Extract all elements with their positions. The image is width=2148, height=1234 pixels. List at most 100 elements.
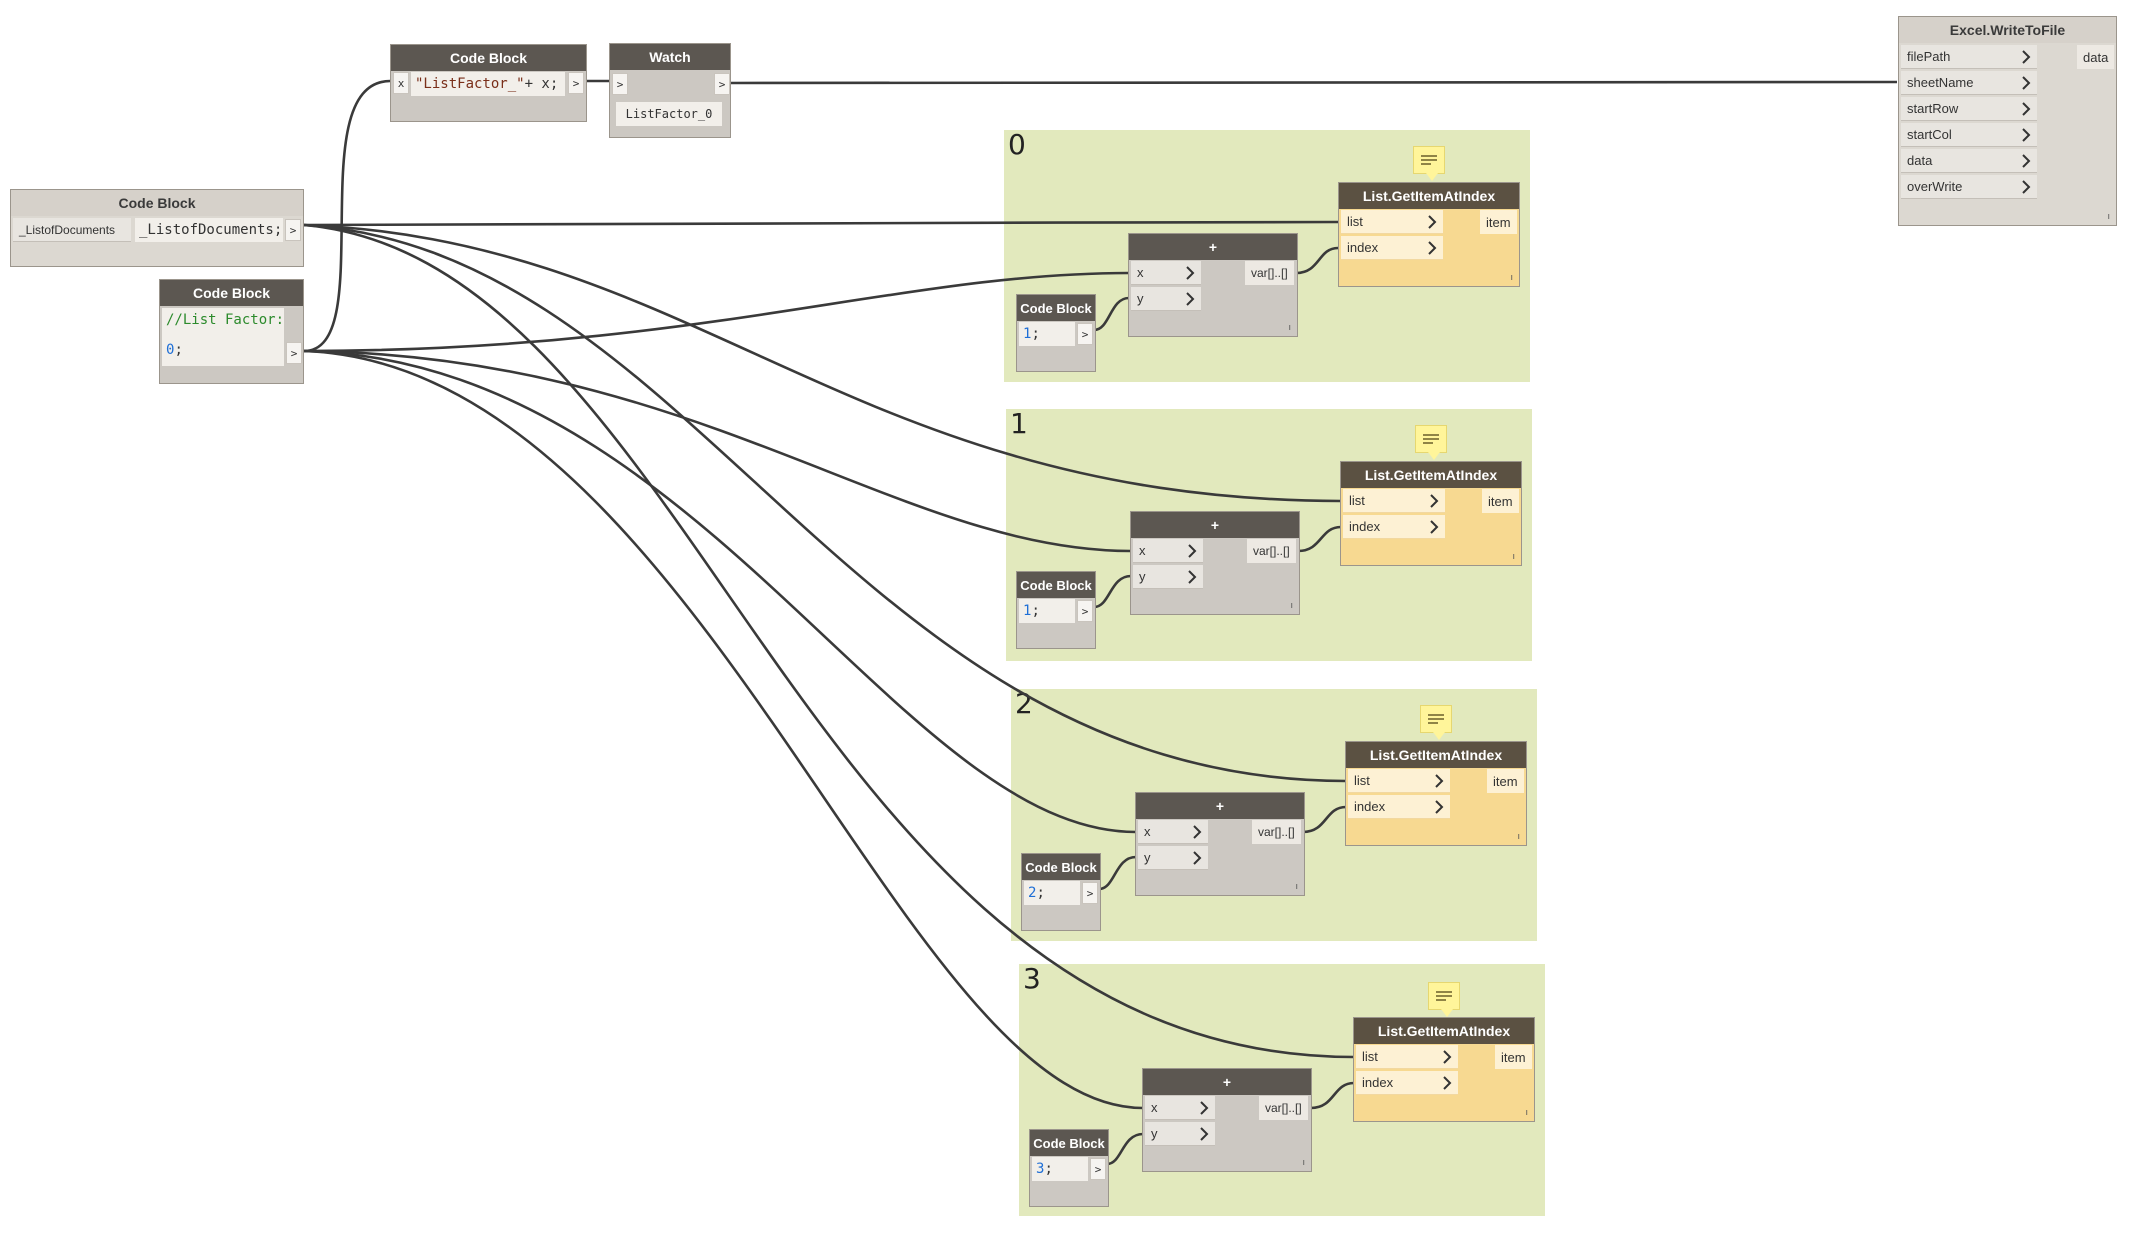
output-port[interactable]: > bbox=[714, 73, 730, 95]
output-port-item[interactable]: item bbox=[1480, 210, 1517, 234]
wire bbox=[303, 223, 1355, 1059]
resize-handle[interactable]: ı bbox=[1288, 323, 1291, 333]
node-title: + bbox=[1143, 1069, 1311, 1095]
code-block-node[interactable]: Code Block 1; > bbox=[1016, 294, 1096, 372]
resize-handle[interactable]: ı bbox=[1302, 1158, 1305, 1168]
wire bbox=[1093, 574, 1132, 609]
output-port[interactable]: > bbox=[285, 219, 301, 241]
output-port-data[interactable]: data bbox=[2077, 45, 2115, 69]
output-port[interactable]: > bbox=[1090, 1158, 1106, 1180]
output-port[interactable]: > bbox=[568, 72, 584, 94]
chevron-right-icon bbox=[2022, 102, 2031, 116]
list-getitematindex-node[interactable]: List.GetItemAtIndex list index item ı bbox=[1345, 741, 1527, 846]
chevron-right-icon bbox=[1430, 494, 1439, 508]
output-port[interactable]: > bbox=[286, 342, 302, 364]
code-block-list-factor[interactable]: Code Block //List Factor: 0; > bbox=[159, 279, 304, 384]
output-port-item[interactable]: item bbox=[1482, 489, 1519, 513]
code-block-node[interactable]: Code Block 3; > bbox=[1029, 1129, 1109, 1207]
output-port-item[interactable]: item bbox=[1487, 769, 1524, 793]
output-port[interactable]: var[]..[] bbox=[1259, 1096, 1308, 1120]
port-label: index bbox=[1362, 1075, 1394, 1090]
input-port-y[interactable]: y bbox=[1131, 287, 1201, 311]
output-port-item[interactable]: item bbox=[1495, 1045, 1532, 1069]
resize-handle[interactable]: ı bbox=[1517, 832, 1520, 842]
add-node[interactable]: + x y var[]..[] ı bbox=[1130, 511, 1300, 615]
code-text[interactable]: "ListFactor_" + x; bbox=[411, 72, 565, 96]
add-node[interactable]: + x y var[]..[] ı bbox=[1135, 792, 1305, 896]
resize-handle[interactable]: ı bbox=[1295, 882, 1298, 892]
list-getitematindex-node[interactable]: List.GetItemAtIndex list index item ı bbox=[1353, 1017, 1535, 1122]
input-port-x[interactable]: x bbox=[393, 72, 409, 94]
port-label: overWrite bbox=[1907, 179, 1963, 194]
wire bbox=[1106, 1132, 1144, 1166]
chevron-right-icon bbox=[1428, 215, 1437, 229]
resize-handle[interactable]: ı bbox=[1525, 1108, 1528, 1118]
port-label: index bbox=[1354, 799, 1386, 814]
output-port[interactable]: var[]..[] bbox=[1247, 539, 1296, 563]
note-icon[interactable] bbox=[1415, 425, 1447, 460]
number-literal: 1 bbox=[1023, 603, 1032, 619]
code-block-node[interactable]: Code Block 1; > bbox=[1016, 571, 1096, 649]
output-port[interactable]: > bbox=[1077, 600, 1093, 622]
input-port-data[interactable]: data bbox=[1901, 149, 2037, 173]
port-label: y bbox=[1139, 569, 1146, 584]
resize-handle[interactable]: ı bbox=[1512, 552, 1515, 562]
code-block-node[interactable]: Code Block 2; > bbox=[1021, 853, 1101, 931]
input-port-x[interactable]: x bbox=[1133, 539, 1203, 563]
resize-handle[interactable]: ı bbox=[1290, 601, 1293, 611]
input-port-index[interactable]: index bbox=[1356, 1071, 1458, 1095]
input-port-index[interactable]: index bbox=[1348, 795, 1450, 819]
code-text[interactable]: _ListofDocuments; bbox=[135, 218, 283, 242]
resize-handle[interactable]: ı bbox=[1510, 273, 1513, 283]
node-title: Code Block bbox=[11, 190, 303, 216]
code-text[interactable]: 1; bbox=[1019, 322, 1075, 346]
output-port[interactable]: > bbox=[1082, 882, 1098, 904]
note-icon[interactable] bbox=[1413, 146, 1445, 181]
input-port-list[interactable]: list bbox=[1348, 769, 1450, 793]
list-getitematindex-node[interactable]: List.GetItemAtIndex list index item ı bbox=[1340, 461, 1522, 566]
input-port-startrow[interactable]: startRow bbox=[1901, 97, 2037, 121]
code-block-string[interactable]: Code Block x "ListFactor_" + x; > bbox=[390, 44, 587, 122]
output-port[interactable]: > bbox=[1077, 323, 1093, 345]
code-text[interactable]: 2; bbox=[1024, 881, 1080, 905]
comment-text: //List Factor: bbox=[166, 312, 285, 328]
output-port[interactable]: var[]..[] bbox=[1245, 261, 1294, 285]
chevron-right-icon bbox=[1193, 825, 1202, 839]
code-block-list-documents[interactable]: Code Block _ListofDocuments _ListofDocum… bbox=[10, 189, 304, 267]
list-getitematindex-node[interactable]: List.GetItemAtIndex list index item ı bbox=[1338, 182, 1520, 287]
chevron-right-icon bbox=[2022, 76, 2031, 90]
output-port[interactable]: var[]..[] bbox=[1252, 820, 1301, 844]
input-port-list[interactable]: list bbox=[1356, 1045, 1458, 1069]
add-node[interactable]: + x y var[]..[] ı bbox=[1142, 1068, 1312, 1172]
resize-handle[interactable]: ı bbox=[2107, 212, 2110, 222]
code-text[interactable]: 3; bbox=[1032, 1157, 1088, 1181]
note-icon[interactable] bbox=[1420, 705, 1452, 740]
excel-write-to-file-node[interactable]: Excel.WriteToFile filePath sheetName sta… bbox=[1898, 16, 2117, 226]
input-port-list[interactable]: list bbox=[1341, 210, 1443, 234]
node-title: List.GetItemAtIndex bbox=[1341, 462, 1521, 488]
input-port-index[interactable]: index bbox=[1343, 515, 1445, 539]
input-port-filepath[interactable]: filePath bbox=[1901, 45, 2037, 69]
input-port-y[interactable]: y bbox=[1145, 1122, 1215, 1146]
input-port-sheetname[interactable]: sheetName bbox=[1901, 71, 2037, 95]
port-label: sheetName bbox=[1907, 75, 1974, 90]
input-port-y[interactable]: y bbox=[1133, 565, 1203, 589]
input-port-y[interactable]: y bbox=[1138, 846, 1208, 870]
input-port-startcol[interactable]: startCol bbox=[1901, 123, 2037, 147]
input-port[interactable]: > bbox=[612, 73, 628, 95]
note-icon[interactable] bbox=[1428, 982, 1460, 1017]
input-port-overwrite[interactable]: overWrite bbox=[1901, 175, 2037, 199]
input-port-index[interactable]: index bbox=[1341, 236, 1443, 260]
input-port-x[interactable]: x bbox=[1131, 261, 1201, 285]
add-node[interactable]: + x y var[]..[] ı bbox=[1128, 233, 1298, 337]
input-port-list-documents[interactable]: _ListofDocuments bbox=[13, 218, 131, 242]
input-port-x[interactable]: x bbox=[1145, 1096, 1215, 1120]
code-comment[interactable]: //List Factor: 0; bbox=[162, 308, 284, 366]
input-port-x[interactable]: x bbox=[1138, 820, 1208, 844]
code-text[interactable]: 1; bbox=[1019, 599, 1075, 623]
input-port-list[interactable]: list bbox=[1343, 489, 1445, 513]
watch-node[interactable]: Watch > > ListFactor_0 bbox=[609, 43, 731, 138]
wire bbox=[1302, 805, 1347, 834]
chevron-right-icon bbox=[1430, 520, 1439, 534]
